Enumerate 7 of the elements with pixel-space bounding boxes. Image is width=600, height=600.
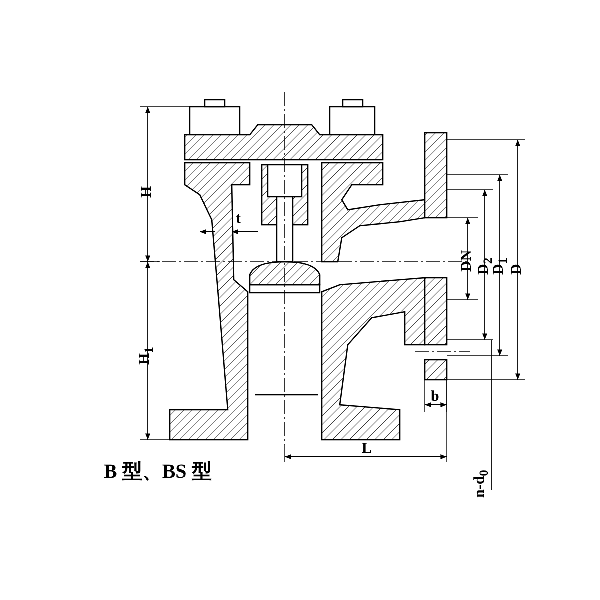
dimension-label: H — [140, 186, 155, 198]
dimension-label: t — [236, 212, 241, 227]
dimension-label: DN — [460, 250, 475, 272]
dimension-label: L — [362, 442, 372, 457]
dimension-label: b — [431, 390, 440, 405]
figure-caption: B 型、BS 型 — [104, 460, 212, 485]
dimension-label: D — [510, 264, 525, 275]
